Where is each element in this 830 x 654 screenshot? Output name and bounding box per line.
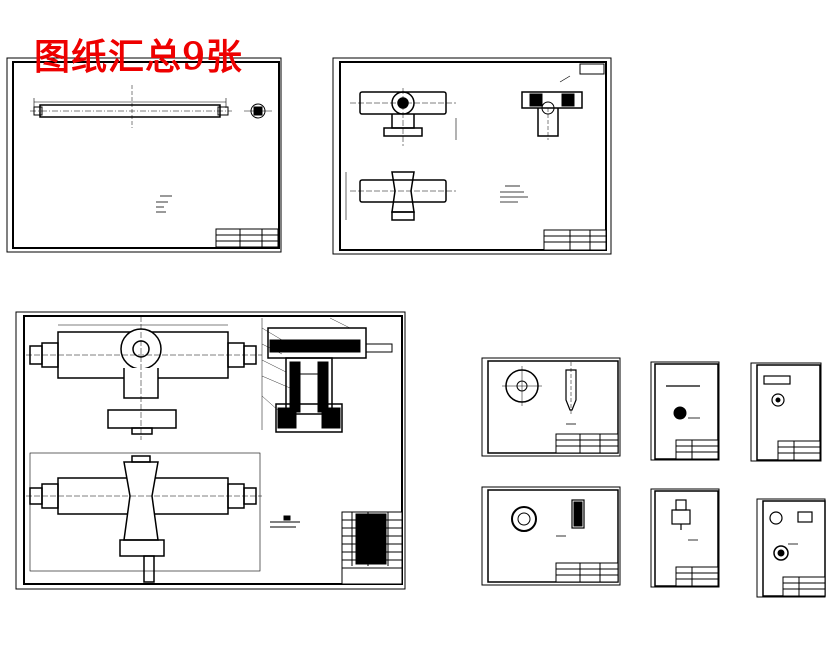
sheet-assembly xyxy=(15,311,406,590)
sheet-gear xyxy=(481,357,621,457)
sheet-tee-housing xyxy=(332,57,612,255)
sheet-small-a xyxy=(650,361,720,461)
shaft-drawing xyxy=(30,85,272,128)
sheet-ring xyxy=(481,486,621,586)
sheet-small-d xyxy=(756,498,826,598)
title-block xyxy=(215,228,279,248)
notes-text xyxy=(500,185,528,203)
title-block xyxy=(675,566,719,587)
notes-text xyxy=(270,515,300,528)
tee-front-view xyxy=(345,171,456,221)
title-block xyxy=(555,433,619,454)
title-block xyxy=(543,229,607,251)
sheet-small-c xyxy=(650,488,720,588)
title-block xyxy=(555,562,619,583)
title-block xyxy=(777,440,821,461)
title-block xyxy=(782,576,826,597)
parts-list xyxy=(341,511,403,585)
tee-section-view xyxy=(521,75,583,140)
title-block xyxy=(675,439,719,460)
assembly-front-view xyxy=(26,452,262,583)
drawings-summary-title: 图纸汇总9张 xyxy=(34,37,243,78)
assembly-section-view xyxy=(261,317,393,433)
sheet-small-b xyxy=(750,362,822,462)
sheet-shaft xyxy=(6,57,282,253)
assembly-top-view xyxy=(26,316,262,440)
tee-top-view xyxy=(350,88,457,146)
notes-text xyxy=(156,195,172,213)
